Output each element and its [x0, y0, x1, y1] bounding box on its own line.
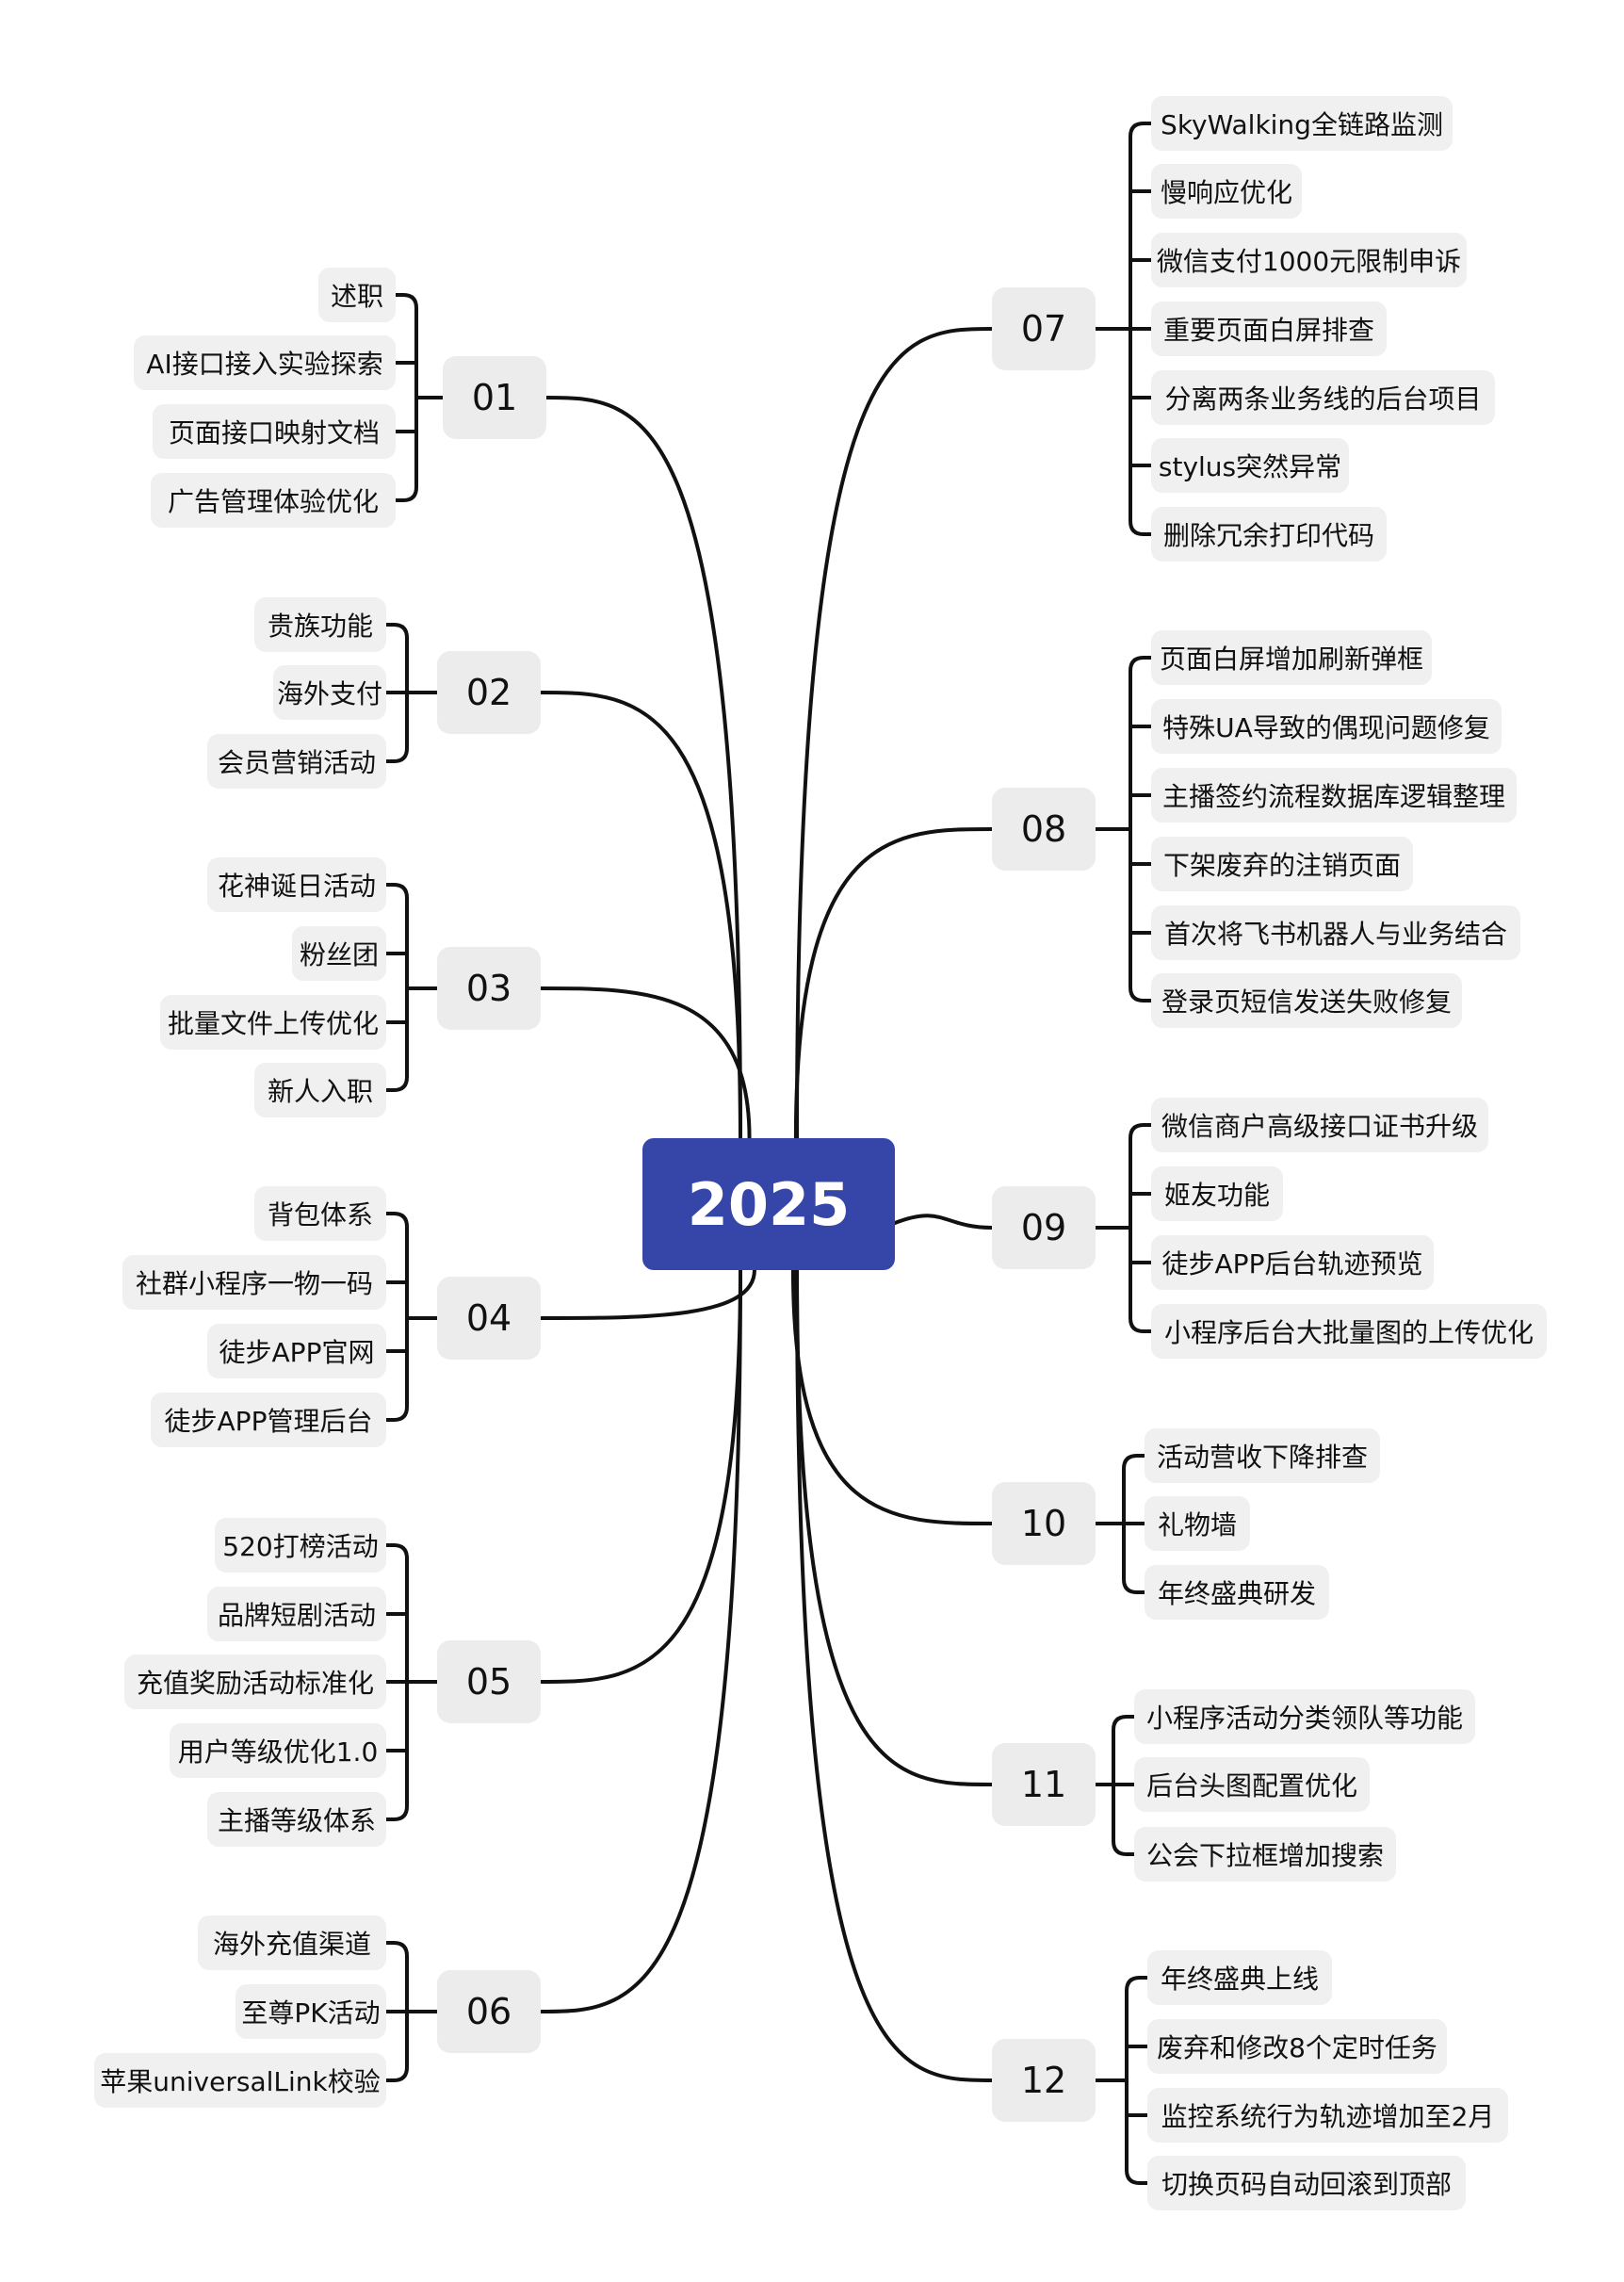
topic-item[interactable]: 苹果universalLink校验 [94, 2053, 386, 2108]
topic-item[interactable]: 批量文件上传优化 [160, 995, 386, 1050]
topic-item[interactable]: stylus突然异常 [1151, 438, 1349, 493]
link-center-07 [795, 327, 994, 1140]
link-center-08 [793, 827, 994, 1140]
topic-item[interactable]: 会员营销活动 [207, 734, 386, 789]
month-node-10[interactable]: 10 [992, 1482, 1096, 1565]
link-center-06 [539, 1268, 742, 2013]
bracket-08 [1129, 656, 1145, 1002]
link-center-01 [544, 396, 742, 1140]
link-center-09 [893, 1214, 994, 1230]
topic-item[interactable]: 首次将飞书机器人与业务结合 [1151, 905, 1520, 960]
topic-item[interactable]: 贵族功能 [254, 597, 386, 652]
topic-item[interactable]: 花神诞日活动 [207, 857, 386, 912]
link-center-12 [795, 1268, 994, 2082]
topic-item[interactable]: 主播签约流程数据库逻辑整理 [1151, 768, 1517, 823]
month-node-07[interactable]: 07 [992, 287, 1096, 370]
topic-item[interactable]: 小程序后台大批量图的上传优化 [1151, 1304, 1547, 1359]
month-node-03[interactable]: 03 [437, 947, 541, 1030]
topic-item[interactable]: 后台头图配置优化 [1134, 1757, 1370, 1812]
topic-item[interactable]: 徒步APP后台轨迹预览 [1151, 1235, 1434, 1290]
bracket-09 [1129, 1123, 1145, 1333]
topic-item[interactable]: 活动营收下降排查 [1145, 1428, 1380, 1483]
topic-item[interactable]: 下架废弃的注销页面 [1151, 837, 1413, 891]
topic-item[interactable]: 至尊PK活动 [235, 1984, 386, 2039]
month-node-04[interactable]: 04 [437, 1277, 541, 1360]
link-center-04 [539, 1268, 756, 1320]
topic-item[interactable]: 礼物墙 [1145, 1496, 1250, 1551]
central-topic[interactable]: 2025 [642, 1138, 895, 1270]
topic-item[interactable]: 页面白屏增加刷新弹框 [1151, 630, 1432, 685]
bracket-03 [392, 883, 409, 1092]
topic-item[interactable]: 徒步APP管理后台 [151, 1393, 386, 1447]
topic-item[interactable]: 海外充值渠道 [198, 1915, 386, 1970]
topic-item[interactable]: 背包体系 [254, 1186, 386, 1241]
link-center-05 [539, 1268, 742, 1684]
topic-item[interactable]: 小程序活动分类领队等功能 [1134, 1689, 1475, 1744]
topic-item[interactable]: AI接口接入实验探索 [134, 335, 396, 390]
month-node-09[interactable]: 09 [992, 1186, 1096, 1269]
topic-item[interactable]: 述职 [318, 268, 396, 322]
bracket-04 [392, 1212, 409, 1422]
month-node-01[interactable]: 01 [443, 356, 546, 439]
topic-item[interactable]: 重要页面白屏排查 [1151, 302, 1387, 356]
topic-item[interactable]: 分离两条业务线的后台项目 [1151, 370, 1495, 425]
topic-item[interactable]: 新人入职 [254, 1063, 386, 1117]
topic-item[interactable]: 删除冗余打印代码 [1151, 507, 1387, 562]
topic-item[interactable]: 徒步APP官网 [207, 1324, 386, 1378]
topic-item[interactable]: 特殊UA导致的偶现问题修复 [1151, 699, 1502, 754]
topic-item[interactable]: 年终盛典研发 [1145, 1565, 1329, 1620]
month-node-11[interactable]: 11 [992, 1743, 1096, 1826]
topic-item[interactable]: 废弃和修改8个定时任务 [1147, 2019, 1447, 2074]
topic-item[interactable]: 页面接口映射文档 [153, 404, 396, 459]
month-node-06[interactable]: 06 [437, 1970, 541, 2053]
topic-item[interactable]: SkyWalking全链路监测 [1151, 96, 1453, 151]
bracket-12 [1125, 1976, 1142, 2185]
bracket-01 [401, 293, 418, 502]
month-node-08[interactable]: 08 [992, 788, 1096, 871]
topic-item[interactable]: 520打榜活动 [215, 1518, 386, 1573]
topic-item[interactable]: 年终盛典上线 [1147, 1950, 1332, 2005]
topic-item[interactable]: 微信支付1000元限制申诉 [1151, 233, 1467, 287]
topic-item[interactable]: 主播等级体系 [207, 1792, 386, 1847]
topic-item[interactable]: 姬友功能 [1151, 1166, 1283, 1221]
topic-item[interactable]: 微信商户高级接口证书升级 [1151, 1098, 1488, 1152]
topic-item[interactable]: 登录页短信发送失败修复 [1151, 973, 1462, 1028]
month-node-02[interactable]: 02 [437, 651, 541, 734]
topic-item[interactable]: 用户等级优化1.0 [170, 1723, 386, 1778]
topic-item[interactable]: 广告管理体验优化 [151, 473, 396, 528]
topic-item[interactable]: 充值奖励活动标准化 [124, 1654, 386, 1709]
topic-item[interactable]: 切换页码自动回滚到顶部 [1147, 2156, 1466, 2210]
topic-item[interactable]: 监控系统行为轨迹增加至2月 [1147, 2088, 1508, 2143]
topic-item[interactable]: 品牌短剧活动 [207, 1587, 386, 1641]
link-center-03 [539, 986, 752, 1140]
topic-item[interactable]: 海外支付 [273, 665, 386, 720]
topic-item[interactable]: 慢响应优化 [1151, 164, 1302, 219]
link-center-11 [795, 1268, 994, 1786]
month-node-12[interactable]: 12 [992, 2039, 1096, 2122]
topic-item[interactable]: 粉丝团 [292, 926, 386, 981]
link-center-10 [790, 1268, 994, 1525]
topic-item[interactable]: 社群小程序一物一码 [122, 1255, 386, 1310]
link-center-02 [539, 691, 742, 1140]
month-node-05[interactable]: 05 [437, 1640, 541, 1723]
topic-item[interactable]: 公会下拉框增加搜索 [1134, 1827, 1396, 1882]
